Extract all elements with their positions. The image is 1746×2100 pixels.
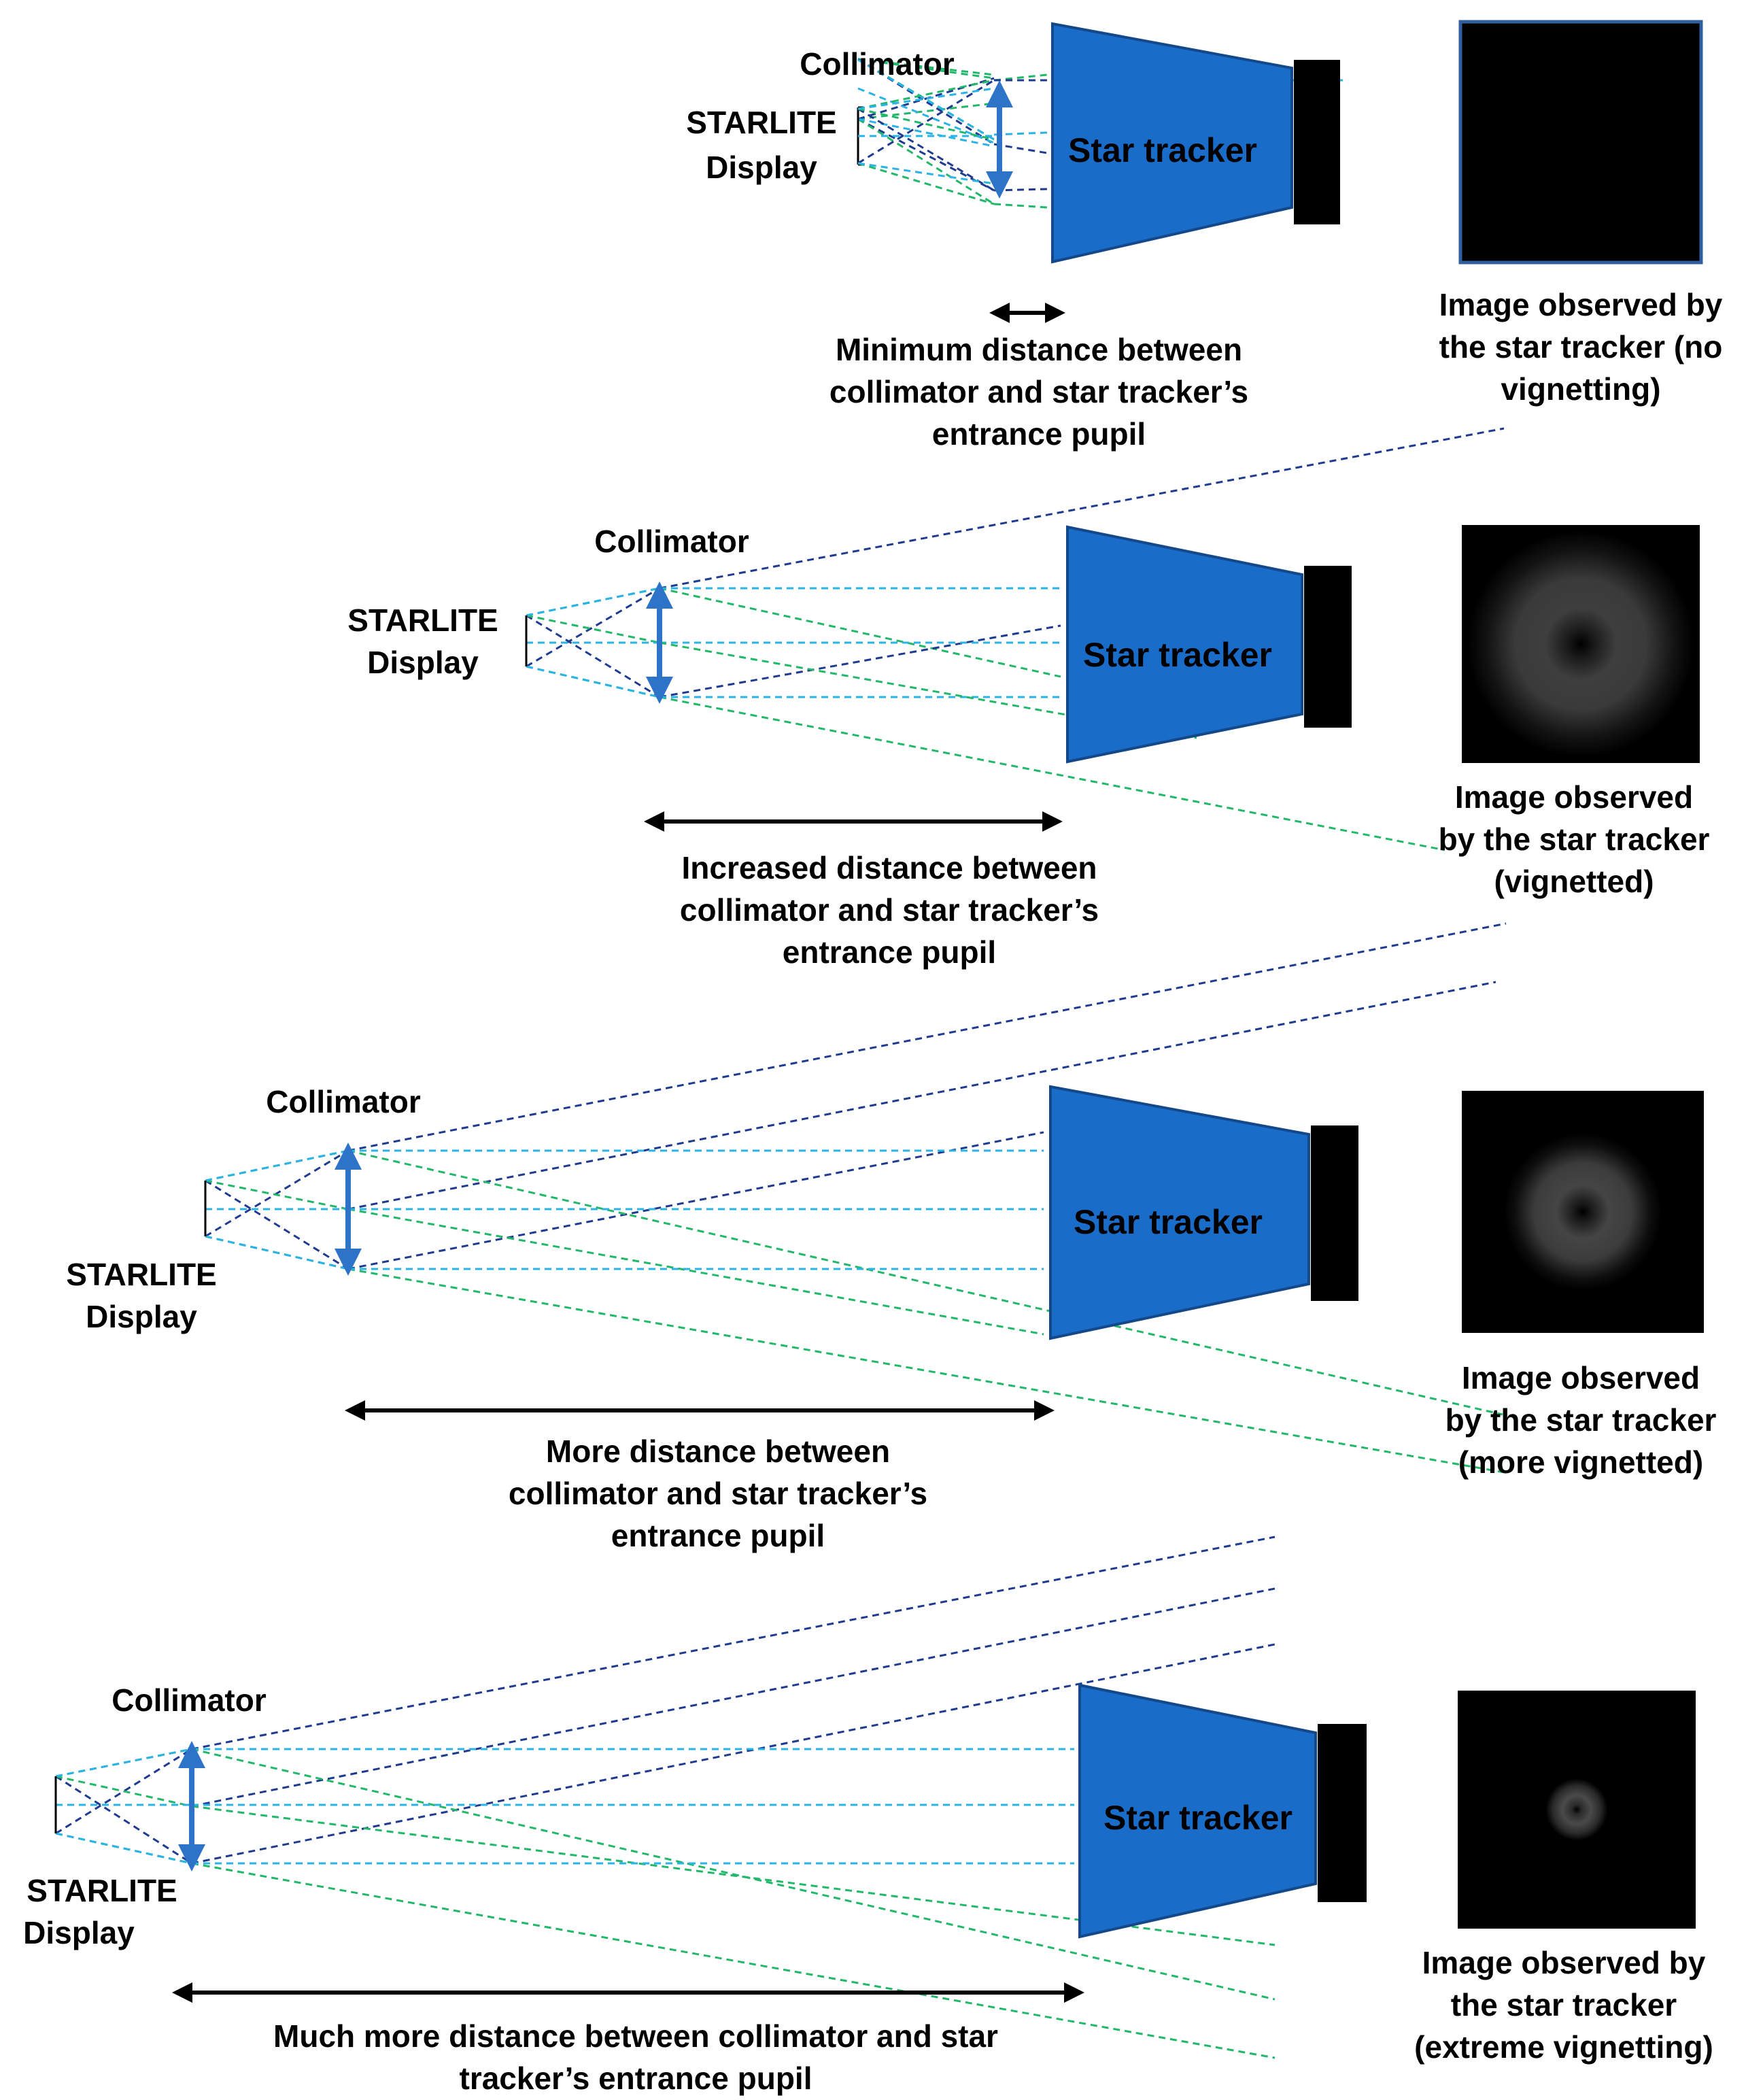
display-label-line-1: STARLITE [66,1257,216,1292]
star-tracker-label: Star tracker [1068,131,1257,169]
star-tracker-detector [1311,1125,1358,1301]
display-label-line-2: Display [23,1915,135,1950]
display-label-line-1: STARLITE [347,603,498,638]
distance-caption-line-2: collimator and star tracker’s [829,374,1248,409]
display-label-line-2: Display [706,150,817,185]
observed-image-none [1458,20,1703,265]
panel-2: Star tracker Collimator STARLITE Display… [347,427,1710,970]
image-caption-line-1: Image observed by [1439,287,1723,322]
display-label-line-1: STARLITE [686,105,836,140]
panel-3: Star tracker Collimator STARLITE Display… [66,922,1717,1553]
distance-caption-line-3: entrance pupil [932,416,1146,452]
star-tracker-label: Star tracker [1074,1203,1263,1241]
light-rays [526,427,1505,851]
distance-caption-line-3: entrance pupil [783,934,996,970]
image-caption-line-3: (more vignetted) [1458,1444,1703,1480]
display-label-line-1: STARLITE [27,1873,177,1908]
star-tracker-detector [1294,60,1340,224]
distance-caption-line-1: More distance between [546,1434,890,1469]
display-rays [857,79,995,205]
observed-image-extreme [1458,1691,1696,1929]
distance-caption-line-2: tracker’s entrance pupil [460,2061,812,2096]
star-tracker-detector [1318,1724,1367,1902]
distance-caption-line-3: entrance pupil [611,1518,825,1553]
image-caption-line-1: Image observed [1462,1360,1700,1395]
image-caption-line-3: (vignetted) [1494,864,1654,899]
image-caption-line-2: by the star tracker [1445,1402,1717,1438]
distance-caption-line-2: collimator and star tracker’s [680,892,1099,928]
distance-caption-line-2: collimator and star tracker’s [509,1476,927,1511]
star-tracker-body [1051,22,1293,264]
collimator-label: Collimator [112,1682,267,1718]
image-caption-line-1: Image observed [1455,779,1693,815]
star-tracker-detector [1304,566,1352,728]
image-caption-line-2: by the star tracker [1439,822,1710,857]
collimator-label: Collimator [266,1084,421,1119]
distance-caption-line-1: Minimum distance between [836,332,1242,367]
star-tracker-body [1066,525,1303,764]
image-caption-line-1: Image observed by [1422,1945,1706,1980]
light-rays [55,1536,1276,2059]
distance-caption-line-1: Increased distance between [681,850,1097,885]
star-tracker-label: Star tracker [1103,1799,1293,1837]
star-tracker-body [1049,1085,1310,1340]
collimator-label: Collimator [800,46,955,82]
display-label-line-2: Display [367,645,479,680]
image-caption-line-2: the star tracker [1451,1987,1677,2022]
image-caption-line-3: vignetting) [1501,371,1660,407]
image-caption-line-3: (extreme vignetting) [1414,2029,1713,2065]
light-rays [205,922,1507,1474]
observed-image-moderate [1462,525,1700,763]
collimator-label: Collimator [594,524,749,559]
display-label-line-2: Display [86,1299,197,1334]
image-caption-line-2: the star tracker (no [1439,329,1723,365]
panel-1: Star tracker Collimator STARLITE Display… [686,20,1723,452]
panel-4: Star tracker Collimator STARLITE Display… [23,1536,1713,2096]
distance-caption-line-1: Much more distance between collimator an… [273,2018,998,2054]
star-tracker-label: Star tracker [1083,636,1272,674]
star-tracker-body [1078,1683,1317,1939]
observed-image-strong [1462,1091,1704,1333]
